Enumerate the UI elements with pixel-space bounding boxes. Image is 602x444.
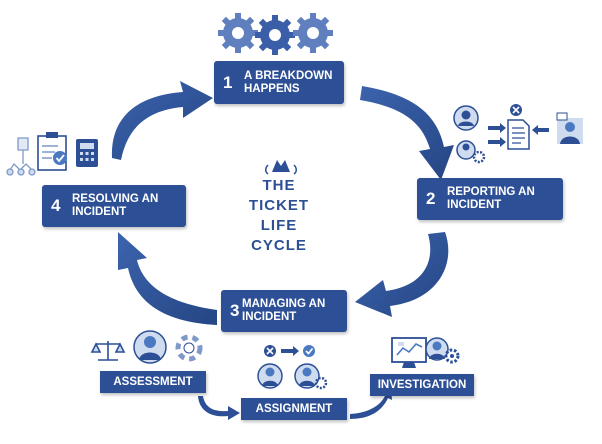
resolving-illustration: [6, 132, 98, 176]
gear-icon: [444, 348, 460, 364]
clipboard-check-icon: [37, 132, 67, 171]
assessment-illustration: [90, 330, 203, 364]
scales-icon: [90, 341, 126, 361]
title-line-1: THE: [262, 177, 296, 194]
step-4-number: 4: [51, 196, 61, 215]
calculator-phone-icon: [76, 139, 98, 167]
cycle-arrow-2-to-3: [355, 232, 449, 317]
step-3-number: 3: [230, 301, 240, 320]
cycle-arrow-4-to-1: [111, 81, 213, 160]
title-line-2: TICKET: [248, 197, 310, 214]
employee-avatar-icon: [556, 112, 583, 144]
step-1-label: A BREAKDOWN HAPPENS: [244, 69, 333, 95]
center-title: THE TICKET LIFE CYCLE: [236, 176, 322, 256]
step-1-box: 1 A BREAKDOWN HAPPENS: [214, 61, 344, 104]
title-line-4: CYCLE: [251, 237, 307, 254]
step-4-label: RESOLVING AN INCIDENT: [72, 193, 159, 218]
user-avatar-icon: [257, 363, 283, 389]
check-circle-icon: [303, 345, 315, 357]
step-2-number: 2: [426, 189, 436, 208]
technician-avatar-icon: [425, 337, 449, 361]
lifebuoy-icon: [175, 334, 203, 362]
investigation-illustration: [391, 337, 460, 368]
technician-gear-icon: [294, 363, 328, 390]
title-line-3: LIFE: [260, 217, 298, 234]
reporting-illustration: [453, 104, 583, 164]
right-arrows-icon: [488, 123, 506, 147]
network-documents-icon: [6, 137, 36, 176]
professional-avatar-icon: [133, 330, 167, 364]
step-3-box: 3 MANAGING AN INCIDENT: [221, 290, 347, 332]
close-circle-icon: [264, 345, 276, 357]
step-2-box: 2 REPORTING AN INCIDENT: [417, 178, 563, 220]
investigation-box: INVESTIGATION: [370, 374, 474, 396]
step-2-label: REPORTING AN INCIDENT: [447, 186, 535, 211]
small-arrow-assessment-to-assignment: [198, 396, 240, 420]
user-avatar-icon: [453, 105, 479, 131]
assessment-box: ASSESSMENT: [100, 371, 206, 393]
step-1-number: 1: [223, 72, 233, 92]
document-icon: [507, 119, 530, 150]
assignment-box: ASSIGNMENT: [241, 398, 347, 420]
cycle-arrow-3-to-4: [118, 232, 217, 325]
left-arrow-icon: [532, 125, 549, 135]
arrow-right-icon: [281, 346, 299, 356]
cycle-arrow-1-to-2: [360, 86, 454, 180]
close-circle-icon: [510, 104, 522, 116]
logo-icon: [265, 160, 297, 175]
gears-icon: [218, 13, 333, 55]
technician-gear-icon: [456, 140, 486, 164]
step-4-box: 4 RESOLVING AN INCIDENT: [42, 185, 186, 227]
step-3-label: MANAGING AN INCIDENT: [242, 298, 326, 323]
assignment-illustration: [257, 345, 328, 390]
monitor-chart-icon: [391, 337, 427, 368]
